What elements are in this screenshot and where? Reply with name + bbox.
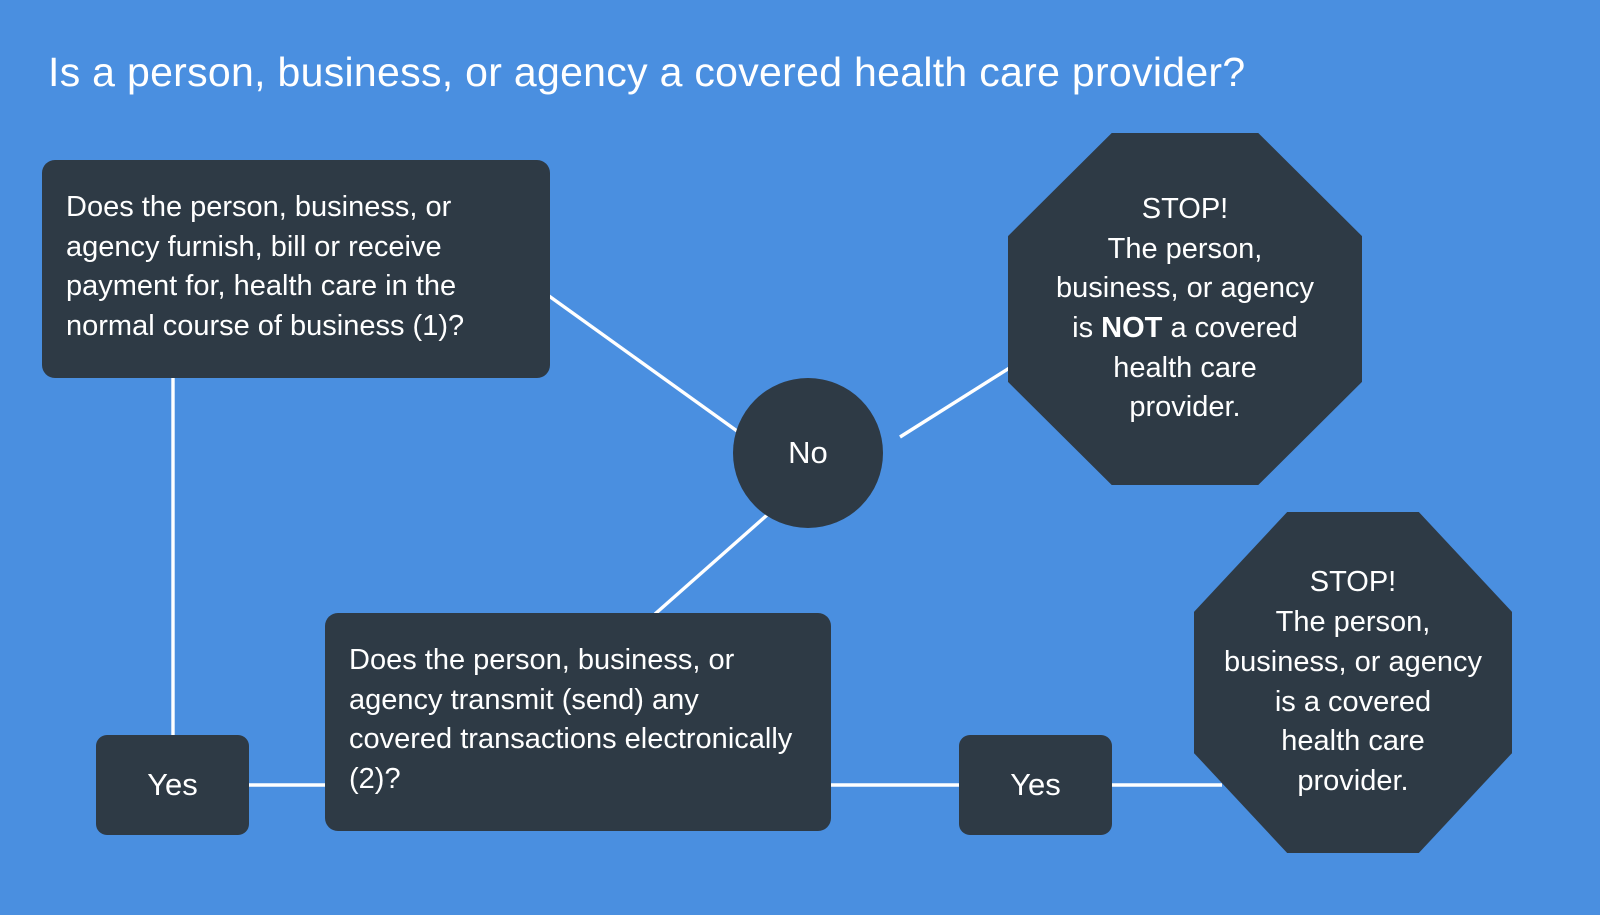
octagon-shape (1194, 512, 1512, 853)
stop-covered-octagon[interactable]: STOP! The person, business, or agency is… (1194, 512, 1512, 853)
page-title: Is a person, business, or agency a cover… (48, 49, 1246, 95)
stop-not-line-5: health care (1113, 351, 1257, 384)
octagon-shape (1008, 133, 1362, 485)
stop-not-line-4-pre: is (1072, 312, 1102, 344)
stop-not-line-1: STOP! (1141, 192, 1229, 225)
decision-yes-left-box[interactable]: Yes (96, 735, 249, 835)
stop-not-line-4-post: a covered (1162, 312, 1298, 344)
decision-no-circle[interactable]: No (733, 378, 883, 528)
stop-covered-text: STOP! The person, business, or agency is… (1210, 563, 1496, 801)
stop-covered-line-1: STOP! (1309, 566, 1397, 599)
stop-covered-line-5: health care (1281, 725, 1425, 758)
question-1-box[interactable]: Does the person, business, or agency fur… (42, 160, 550, 378)
stop-not-covered-octagon[interactable]: STOP! The person, business, or agency is… (1008, 133, 1362, 485)
decision-yes-right-box[interactable]: Yes (959, 735, 1112, 835)
stop-not-covered-text: STOP! The person, business, or agency is… (1042, 190, 1328, 428)
stop-not-line-3: business, or agency (1056, 272, 1314, 305)
question-2-box[interactable]: Does the person, business, or agency tra… (325, 613, 831, 831)
stop-covered-line-2: The person, (1275, 606, 1431, 639)
stop-not-line-6: provider. (1129, 391, 1241, 424)
stop-covered-line-3: business, or agency (1224, 645, 1482, 678)
stop-covered-line-6: provider. (1297, 764, 1409, 797)
stop-covered-line-4: is a covered (1274, 685, 1432, 718)
connector-no-to-q2 (653, 506, 777, 616)
stop-not-emphasis-not: NOT (1101, 312, 1163, 344)
stop-not-line-2: The person, (1107, 232, 1263, 265)
connector-q1-to-no (548, 294, 745, 438)
